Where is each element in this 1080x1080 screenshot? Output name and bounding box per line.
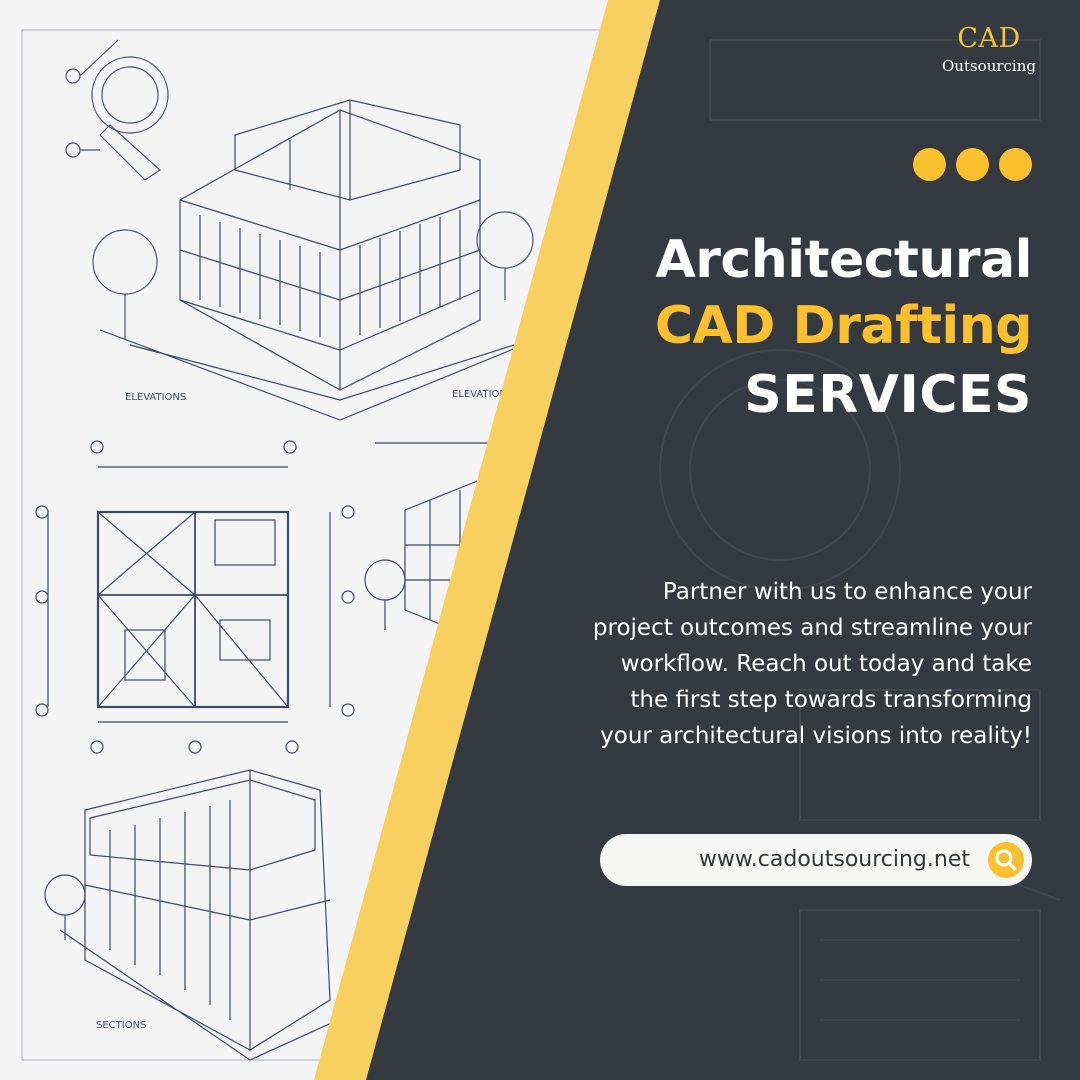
website-pill[interactable]: www.cadoutsourcing.net bbox=[600, 834, 1032, 886]
logo-line-cad: CAD bbox=[957, 23, 1021, 54]
headline-line-3: SERVICES bbox=[744, 365, 1032, 425]
section-label: SECTIONS bbox=[96, 1020, 146, 1031]
dot-icon bbox=[999, 148, 1032, 181]
logo-line-outsourcing: Outsourcing bbox=[941, 57, 1036, 75]
decorative-dots bbox=[913, 148, 1032, 181]
headline-line-2: CAD Drafting bbox=[654, 296, 1033, 356]
search-icon[interactable] bbox=[988, 842, 1024, 878]
website-url[interactable]: www.cadoutsourcing.net bbox=[698, 847, 970, 872]
brand-logo: CAD Outsourcing bbox=[942, 22, 1036, 76]
elevation-label-left: ELEVATIONS bbox=[125, 392, 186, 403]
dot-icon bbox=[956, 148, 989, 181]
headline-line-1: Architectural bbox=[655, 230, 1033, 290]
headline: Architectural CAD Drafting SERVICES bbox=[654, 228, 1033, 430]
body-copy: Partner with us to enhance your project … bbox=[592, 579, 1032, 749]
dot-icon bbox=[913, 148, 946, 181]
elevation-label-right: ELEVATIONS bbox=[452, 389, 513, 400]
